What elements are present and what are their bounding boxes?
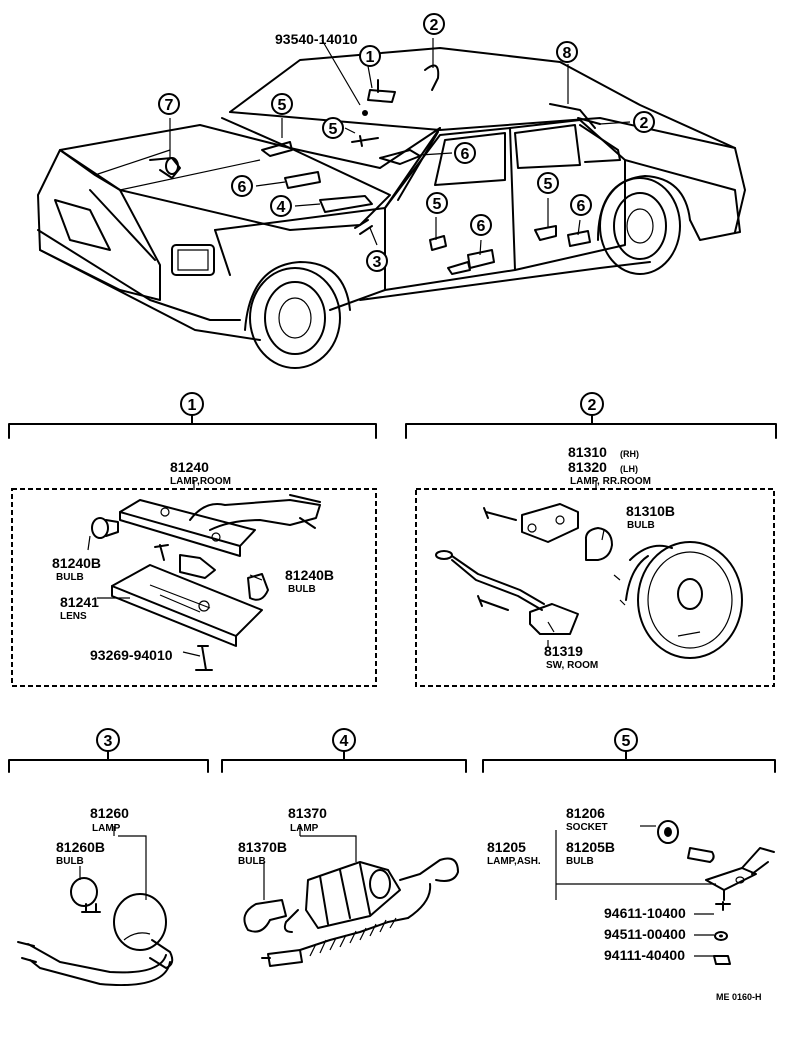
part-number-81319: 81319 xyxy=(544,643,583,659)
callout-5-car-b[interactable]: 5 xyxy=(322,117,344,139)
part-number-81260: 81260 xyxy=(90,805,129,821)
callout-4-car[interactable]: 4 xyxy=(270,195,292,217)
section-3-lamp xyxy=(17,826,174,987)
svg-text:6: 6 xyxy=(477,218,486,235)
desc-socket: SOCKET xyxy=(566,822,608,833)
section-1-room-lamp xyxy=(11,480,377,687)
callout-6-car-b[interactable]: 6 xyxy=(231,175,253,197)
side-rh: (RH) xyxy=(620,449,639,459)
svg-text:7: 7 xyxy=(165,97,174,114)
part-number-94611-10400: 94611-10400 xyxy=(604,905,686,921)
part-number-94111-40400: 94111-40400 xyxy=(604,947,685,963)
callout-3-car[interactable]: 3 xyxy=(366,250,388,272)
section-1-header: 1 xyxy=(8,392,377,439)
callout-7-car[interactable]: 7 xyxy=(158,93,180,115)
callout-1-car[interactable]: 1 xyxy=(359,45,381,67)
callout-6-car-a[interactable]: 6 xyxy=(454,142,476,164)
callout-8-car[interactable]: 8 xyxy=(556,41,578,63)
part-number-81240: 81240 xyxy=(170,459,209,475)
section-2-header: 2 xyxy=(405,392,777,439)
part-number-81310: 81310 xyxy=(568,444,607,460)
desc-bulb-81260b: BULB xyxy=(56,856,84,867)
desc-lamp-ash: LAMP,ASH. xyxy=(487,856,541,867)
part-number-81370b: 81370B xyxy=(238,839,287,855)
svg-text:2: 2 xyxy=(588,397,597,414)
svg-text:5: 5 xyxy=(622,733,631,750)
part-number-93540-14010: 93540-14010 xyxy=(275,31,358,47)
part-number-81240b-right: 81240B xyxy=(285,567,334,583)
svg-text:1: 1 xyxy=(366,49,375,66)
svg-text:2: 2 xyxy=(640,115,649,132)
svg-text:6: 6 xyxy=(238,179,247,196)
desc-bulb-left: BULB xyxy=(56,572,84,583)
svg-text:3: 3 xyxy=(104,733,113,750)
section-5-header: 5 xyxy=(482,728,776,773)
svg-text:4: 4 xyxy=(340,733,349,750)
part-number-81310b: 81310B xyxy=(626,503,675,519)
svg-text:5: 5 xyxy=(329,121,338,138)
part-number-81241: 81241 xyxy=(60,594,99,610)
desc-bulb-81310b: BULB xyxy=(627,520,655,531)
desc-lamp-rr-room: LAMP, RR.ROOM xyxy=(570,476,651,487)
svg-text:3: 3 xyxy=(373,254,382,271)
desc-lamp-81260: LAMP xyxy=(92,823,121,834)
svg-text:5: 5 xyxy=(433,196,442,213)
desc-bulb-81370b: BULB xyxy=(238,856,266,867)
svg-text:6: 6 xyxy=(577,198,586,215)
svg-text:5: 5 xyxy=(278,97,287,114)
section-3-header: 3 xyxy=(8,728,209,773)
callout-2-car-top[interactable]: 2 xyxy=(423,13,445,35)
callout-2-car-rear[interactable]: 2 xyxy=(633,111,655,133)
callout-5-car-c[interactable]: 5 xyxy=(426,192,448,214)
svg-text:1: 1 xyxy=(188,397,197,414)
svg-text:5: 5 xyxy=(544,176,553,193)
svg-text:8: 8 xyxy=(563,45,572,62)
callout-6-car-d[interactable]: 6 xyxy=(570,194,592,216)
part-number-93269-94010: 93269-94010 xyxy=(90,647,173,663)
svg-text:6: 6 xyxy=(461,146,470,163)
svg-text:2: 2 xyxy=(430,17,439,34)
part-number-81205b: 81205B xyxy=(566,839,615,855)
section-4-header: 4 xyxy=(221,728,467,773)
desc-lens: LENS xyxy=(60,611,87,622)
part-number-81205: 81205 xyxy=(487,839,526,855)
desc-bulb-81205b: BULB xyxy=(566,856,594,867)
callout-6-car-c[interactable]: 6 xyxy=(470,214,492,236)
section-4-lamp xyxy=(243,826,459,967)
part-number-81240b-left: 81240B xyxy=(52,555,101,571)
desc-lamp-81370: LAMP xyxy=(290,823,319,834)
part-number-94511-00400: 94511-00400 xyxy=(604,926,686,942)
part-number-81260b: 81260B xyxy=(56,839,105,855)
side-lh: (LH) xyxy=(620,464,638,474)
callout-5-car-d[interactable]: 5 xyxy=(537,172,559,194)
desc-bulb-right: BULB xyxy=(288,584,316,595)
svg-text:4: 4 xyxy=(277,199,286,216)
callout-5-car-a[interactable]: 5 xyxy=(271,93,293,115)
section-5-ash-lamp xyxy=(555,820,775,965)
section-2-rear-room-lamp xyxy=(415,480,775,687)
desc-sw-room: SW, ROOM xyxy=(546,660,598,671)
drawing-code: ME 0160-H xyxy=(716,992,762,1002)
part-number-81320: 81320 xyxy=(568,459,607,475)
car-illustration xyxy=(37,38,746,369)
part-number-81206: 81206 xyxy=(566,805,605,821)
part-number-81370: 81370 xyxy=(288,805,327,821)
desc-lamp-room: LAMP,ROOM xyxy=(170,476,231,487)
